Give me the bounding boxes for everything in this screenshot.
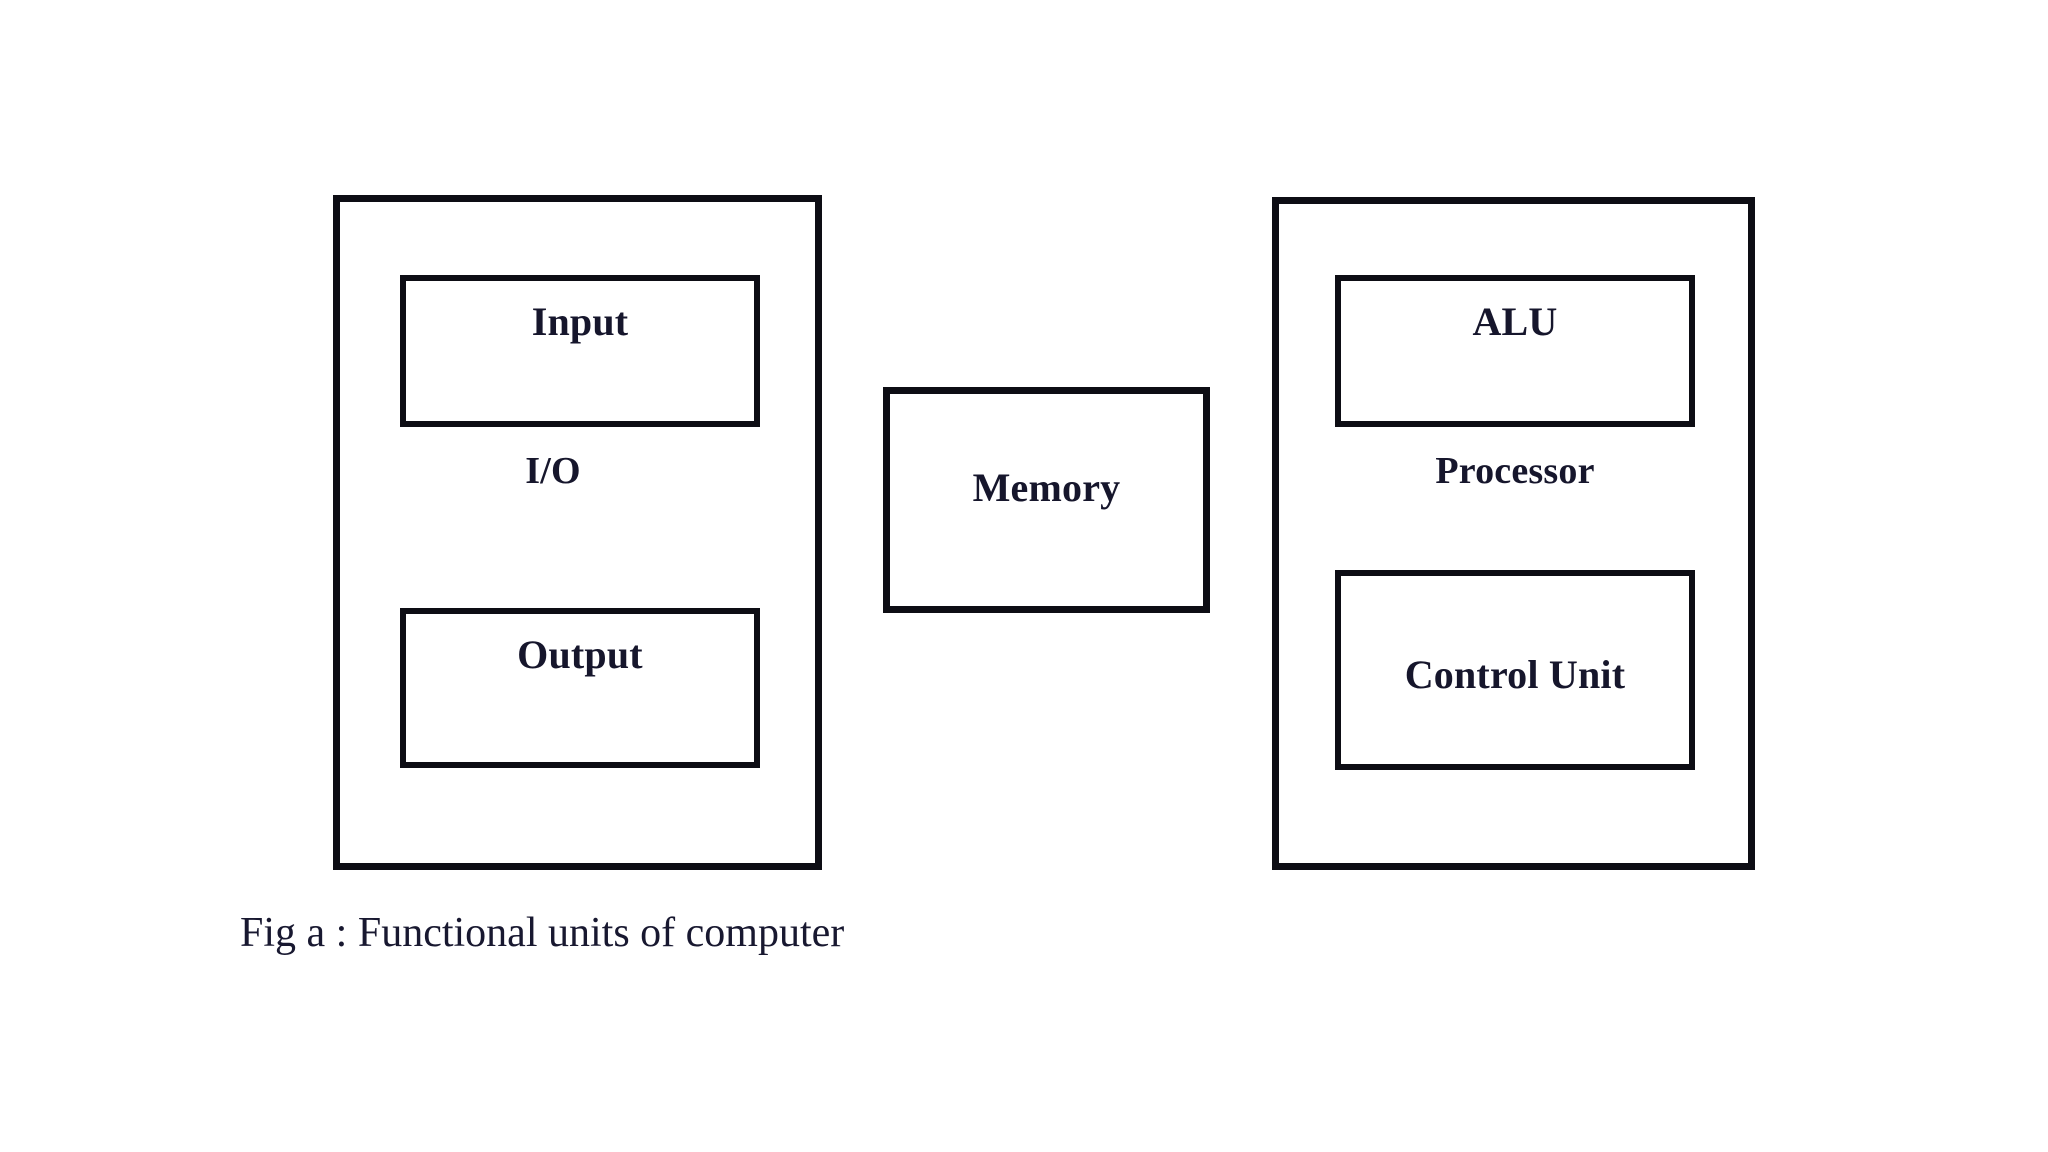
control-unit-box	[1335, 570, 1695, 770]
alu-unit-box	[1335, 275, 1695, 427]
output-unit-box	[400, 608, 760, 768]
control-unit-label: Control Unit	[1404, 652, 1626, 697]
memory-unit-label: Memory	[972, 465, 1121, 510]
io-group-label: I/O	[525, 450, 581, 492]
processor-group-label: Processor	[1435, 450, 1595, 492]
figure-caption: Fig a : Functional units of computer	[240, 910, 845, 956]
output-unit-label: Output	[517, 632, 643, 677]
memory-unit-box	[883, 387, 1210, 613]
input-unit-label: Input	[531, 299, 629, 344]
input-unit-box	[400, 275, 760, 427]
alu-unit-label: ALU	[1472, 299, 1558, 344]
